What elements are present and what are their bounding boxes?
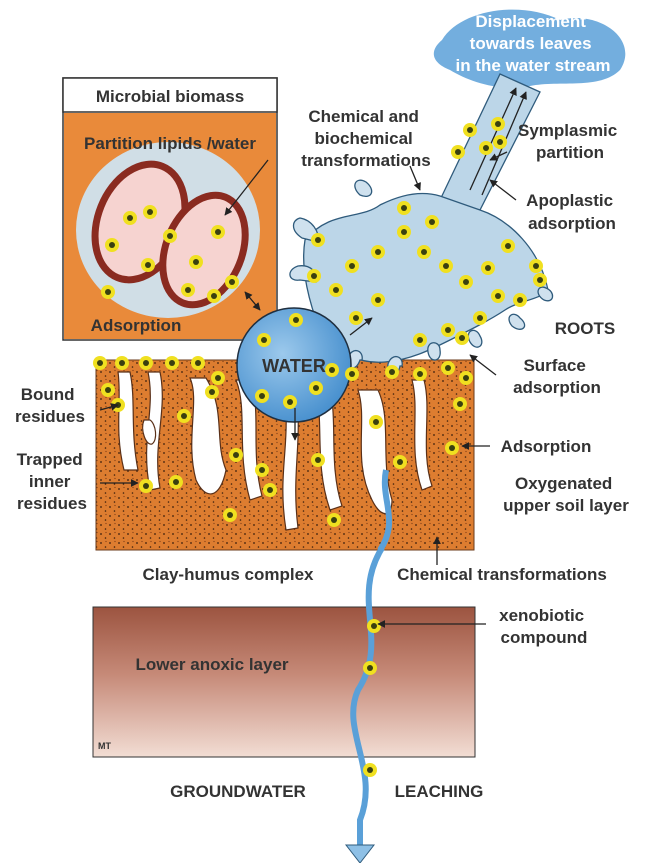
lower-anoxic-label: Lower anoxic layer — [135, 655, 288, 674]
compound-dot-core — [463, 375, 469, 381]
compound-dot-core — [315, 237, 321, 243]
compound-dot-core — [329, 367, 335, 373]
compound-dot-core — [259, 393, 265, 399]
compound-dot-core — [233, 452, 239, 458]
compound-dot-core — [211, 293, 217, 299]
compound-dot-core — [505, 243, 511, 249]
adsorption-soil-label: Adsorption — [501, 437, 592, 456]
clay-humus-label: Clay-humus complex — [143, 565, 315, 584]
compound-dot-core — [261, 337, 267, 343]
microbial-biomass-box — [63, 78, 277, 340]
compound-dot-core — [417, 371, 423, 377]
compound-dot-core — [331, 517, 337, 523]
water-label: WATER — [262, 356, 326, 376]
compound-dot-core — [105, 289, 111, 295]
compound-dot-core — [421, 249, 427, 255]
xenobiotic-label: xenobiotic compound — [499, 606, 589, 647]
compound-dot-core — [143, 483, 149, 489]
compound-dot-core — [467, 127, 473, 133]
bound-residues-label: Bound residues — [15, 385, 85, 426]
compound-dot-core — [287, 399, 293, 405]
lower-anoxic-layer — [93, 607, 475, 757]
microbial-biomass-title: Microbial biomass — [96, 87, 244, 106]
compound-dot-core — [429, 219, 435, 225]
compound-dot-core — [97, 360, 103, 366]
compound-dot-core — [349, 371, 355, 377]
compound-dot-core — [445, 365, 451, 371]
partition-label: Partition lipids /water — [84, 134, 256, 153]
displacement-label: Displacement towards leaves in the water… — [456, 12, 611, 75]
compound-dot-core — [517, 297, 523, 303]
compound-dot-core — [457, 401, 463, 407]
compound-dot-core — [445, 327, 451, 333]
compound-dot-core — [495, 121, 501, 127]
compound-dot-core — [463, 279, 469, 285]
compound-dot-core — [293, 317, 299, 323]
compound-dot-core — [267, 487, 273, 493]
compound-dot-core — [367, 665, 373, 671]
compound-dot-core — [181, 413, 187, 419]
compound-dot-core — [333, 287, 339, 293]
compound-dot-core — [143, 360, 149, 366]
compound-dot-core — [401, 205, 407, 211]
compound-dot-core — [371, 623, 377, 629]
compound-dot-core — [373, 419, 379, 425]
compound-dot-core — [193, 259, 199, 265]
symplasmic-label: Symplasmic partition — [518, 121, 622, 162]
compound-dot-core — [313, 385, 319, 391]
compound-dot-core — [367, 767, 373, 773]
compound-dot-core — [537, 277, 543, 283]
compound-dot-core — [495, 293, 501, 299]
compound-dot-core — [497, 139, 503, 145]
chemical-biochemical-label: Chemical and biochemical transformations — [301, 107, 430, 170]
compound-dot-core — [173, 479, 179, 485]
surface-adsorption-label: Surface adsorption — [513, 356, 601, 397]
compound-dot-core — [315, 457, 321, 463]
compound-dot-core — [119, 360, 125, 366]
compound-dot-core — [397, 459, 403, 465]
compound-dot-core — [311, 273, 317, 279]
compound-dot-core — [227, 512, 233, 518]
apoplastic-label: Apoplastic adsorption — [526, 191, 618, 233]
compound-dot-core — [443, 263, 449, 269]
compound-dot-core — [127, 215, 133, 221]
compound-dot-core — [375, 249, 381, 255]
compound-dot-core — [375, 297, 381, 303]
compound-dot-core — [483, 145, 489, 151]
compound-dot-core — [401, 229, 407, 235]
compound-dot-core — [195, 360, 201, 366]
compound-dot-core — [147, 209, 153, 215]
roots-label: ROOTS — [555, 319, 615, 338]
compound-dot-core — [145, 262, 151, 268]
compound-dot-core — [169, 360, 175, 366]
compound-dot-core — [459, 335, 465, 341]
compound-dot-core — [485, 265, 491, 271]
compound-dot-core — [533, 263, 539, 269]
compound-dot-core — [209, 389, 215, 395]
compound-dot-core — [167, 233, 173, 239]
compound-dot-core — [229, 279, 235, 285]
oxygenated-label: Oxygenated upper soil layer — [503, 474, 629, 515]
compound-dot-core — [185, 287, 191, 293]
chemical-transformations-label: Chemical transformations — [397, 565, 607, 584]
compound-dot-core — [215, 229, 221, 235]
groundwater-label: GROUNDWATER — [170, 782, 306, 801]
compound-dot-core — [105, 387, 111, 393]
compound-dot-core — [449, 445, 455, 451]
trapped-residues-label: Trapped inner residues — [17, 450, 88, 513]
compound-dot-core — [259, 467, 265, 473]
compound-dot-core — [215, 375, 221, 381]
compound-dot-core — [389, 369, 395, 375]
adsorption-microbe-label: Adsorption — [91, 316, 182, 335]
compound-dot-core — [417, 337, 423, 343]
compound-dot-core — [109, 242, 115, 248]
compound-dot-core — [455, 149, 461, 155]
compound-dot-core — [349, 263, 355, 269]
leaching-label: LEACHING — [395, 782, 484, 801]
compound-dot-core — [477, 315, 483, 321]
compound-dot-core — [353, 315, 359, 321]
signature-label: MT — [98, 741, 111, 751]
